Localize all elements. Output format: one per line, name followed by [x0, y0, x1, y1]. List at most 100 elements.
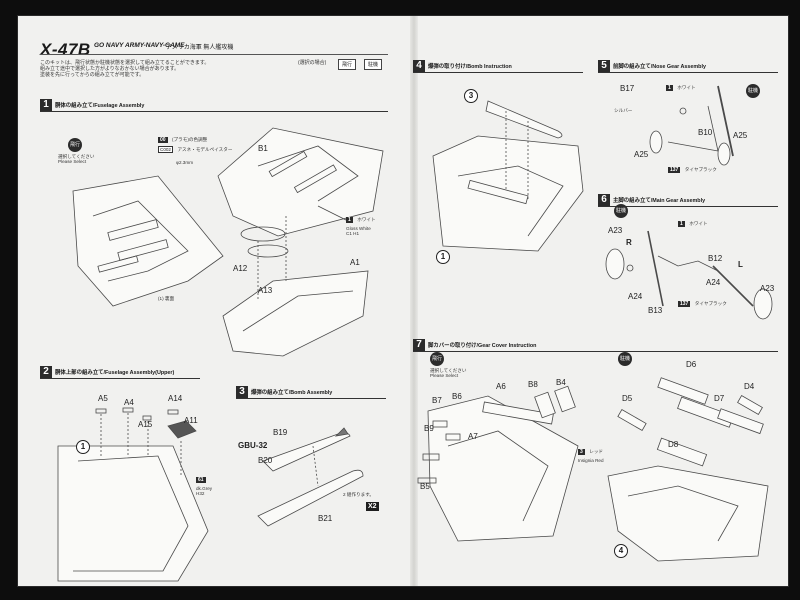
- step-7-header: 7 脚カバーの取り付け/Gear Cover Instruction: [413, 339, 778, 352]
- step1-select-note: 選択してください Please Select: [58, 154, 95, 164]
- white-paint-callout: 1 ホワイト Gloss White C1 H1: [346, 208, 376, 236]
- step-1-number: 1: [40, 99, 52, 111]
- step-1-title: 胴体の組み立て/Fuselage Assembly: [55, 103, 145, 109]
- label-b17: B17: [620, 84, 635, 93]
- label-d6: D6: [686, 360, 697, 369]
- step-3-title: 爆弾の組み立て/Bomb Assembly: [251, 390, 333, 396]
- step7-flight-mark: 飛行: [430, 352, 444, 366]
- paint-code-b: C002 アスネ・モデルペイスター: [158, 138, 232, 156]
- label-a1: A1: [350, 258, 360, 267]
- step-6-number: 6: [598, 194, 610, 206]
- step-3-number: 3: [236, 386, 248, 398]
- step6-black-callout: 137 タイヤブラック: [678, 292, 727, 310]
- label-b10: B10: [698, 128, 713, 137]
- gear-cover-right-drawing: [607, 377, 769, 562]
- bomb-install-drawing: [432, 100, 584, 252]
- step5-white-code: 1: [666, 85, 673, 91]
- step2-paint-en: dk.Grey: [196, 486, 213, 491]
- step7-red-callout: 3 レッド Insignia Red: [578, 440, 604, 463]
- white-paint-ref: C1 H1: [346, 231, 360, 236]
- label-a4: A4: [124, 398, 134, 407]
- notice-line-c: 塗装を先に行ってからの組み立てが可能です。: [40, 72, 145, 79]
- step6-park-mark: 駐機: [614, 204, 628, 218]
- step-4-title: 爆弾の取り付け/Bomb Instruction: [428, 64, 512, 70]
- paint-name-a: (プラモ)の色調整: [172, 137, 208, 142]
- label-a6: A6: [496, 382, 506, 391]
- gear-cover-left-drawing: [417, 385, 579, 542]
- label-a25-left: A25: [634, 150, 649, 159]
- label-b7: B7: [432, 396, 442, 405]
- fuselage-a1-drawing: [222, 216, 369, 357]
- white-paint-code: 1: [346, 217, 353, 223]
- step5-silver-name: シルバー: [614, 108, 633, 113]
- step7-red-name: レッド: [589, 449, 604, 454]
- step6-white-name: ホワイト: [689, 221, 708, 226]
- step7-select-note: 選択してください Please Select: [430, 368, 467, 378]
- step6-black-code: 137: [678, 301, 691, 307]
- step7-park-mark: 駐機: [618, 352, 632, 366]
- model-subtitle: GO NAVY ARMY-NAVY-GAME: [94, 42, 185, 49]
- label-r: R: [626, 238, 632, 247]
- step6-white-code: 1: [678, 221, 685, 227]
- step7-circle-marker: 4: [614, 544, 628, 558]
- step-5-number: 5: [598, 60, 610, 72]
- title-rule: [40, 54, 388, 55]
- step5-white-name: ホワイト: [677, 85, 696, 90]
- label-d8: D8: [668, 440, 679, 449]
- label-a15: A15: [138, 420, 153, 429]
- label-a14: A14: [168, 394, 183, 403]
- step5-white-callout: 1 ホワイト: [666, 76, 696, 94]
- white-paint-name: ホワイト: [357, 217, 376, 222]
- hole-size-note: φ2.3mm: [176, 160, 194, 165]
- label-d5: D5: [622, 394, 633, 403]
- gbu-label: GBU-32: [238, 441, 268, 450]
- step-7-title: 脚カバーの取り付け/Gear Cover Instruction: [428, 343, 537, 349]
- step-4-number: 4: [413, 60, 425, 72]
- fuselage-b1-drawing: [217, 127, 384, 237]
- step-4-header: 4 爆弾の取り付け/Bomb Instruction: [413, 60, 583, 73]
- step2-paint-callout: 61 dk.Grey H32: [196, 468, 212, 496]
- label-d7: D7: [714, 394, 725, 403]
- notice-block: このキットは、飛行状態か駐機状態を選択して組み立てることができます。 組み立て途…: [40, 60, 340, 79]
- step5-park-mark: 駐機: [746, 84, 760, 98]
- label-a5: A5: [98, 394, 108, 403]
- step-2-title: 胴体上部の組み立て/Fuselage Assembly(Upper): [55, 370, 175, 376]
- step5-black-name: タイヤブラック: [684, 167, 717, 172]
- label-b8: B8: [528, 380, 538, 389]
- center-fold: [410, 16, 418, 586]
- paint-name-b: アスネ・モデルペイスター: [177, 147, 233, 152]
- label-d4: D4: [744, 382, 755, 391]
- step-6-header: 6 主脚の組み立て/Main Gear Assembly: [598, 194, 778, 207]
- step2-paint-ref: H32: [196, 491, 205, 496]
- label-a12: A12: [233, 264, 248, 273]
- step2-circle-marker: 1: [76, 440, 90, 454]
- line-art-drawings: [57, 85, 773, 582]
- step4-circle-bottom: 1: [436, 250, 450, 264]
- step5-black-callout: 137 タイヤブラック: [668, 158, 717, 176]
- step6-white-callout: 1 ホワイト: [678, 212, 708, 230]
- notice-line-b: 組み立て途中で選択した方がよりなおかない場合があります。: [40, 66, 180, 73]
- label-l: L: [738, 260, 743, 269]
- label-a13: A13: [258, 286, 273, 295]
- step-7-number: 7: [413, 339, 425, 351]
- white-paint-en: Gloss White: [346, 226, 371, 231]
- step1-caption: (1) 裏面: [158, 296, 175, 301]
- step-5-header: 5 前脚の組み立て/Nose Gear Assembly: [598, 60, 778, 73]
- step3-x2-tag: X2: [366, 502, 379, 511]
- bomb-drawing: [257, 427, 364, 527]
- step7-red-en: Insignia Red: [578, 458, 604, 463]
- notice-select: (選択の場合): [298, 60, 327, 66]
- paint-code-a-box: 00: [158, 137, 168, 143]
- step6-black-name: タイヤブラック: [694, 301, 727, 306]
- fuselage-upper-drawing: [57, 407, 209, 582]
- step-2-number: 2: [40, 366, 52, 378]
- instruction-sheet: X-47B GO NAVY ARMY-NAVY-GAME アメリカ海軍 無人艦攻…: [18, 16, 788, 586]
- label-b13: B13: [648, 306, 663, 315]
- main-gear-drawing: [605, 230, 773, 320]
- step4-circle-top: 3: [464, 89, 478, 103]
- notice-park-box: 駐機: [364, 59, 383, 70]
- label-b21: B21: [318, 514, 333, 523]
- step3-qty-note: 2 組作ります。: [343, 492, 374, 497]
- label-a7: A7: [468, 432, 478, 441]
- step-5-title: 前脚の組み立て/Nose Gear Assembly: [613, 64, 706, 70]
